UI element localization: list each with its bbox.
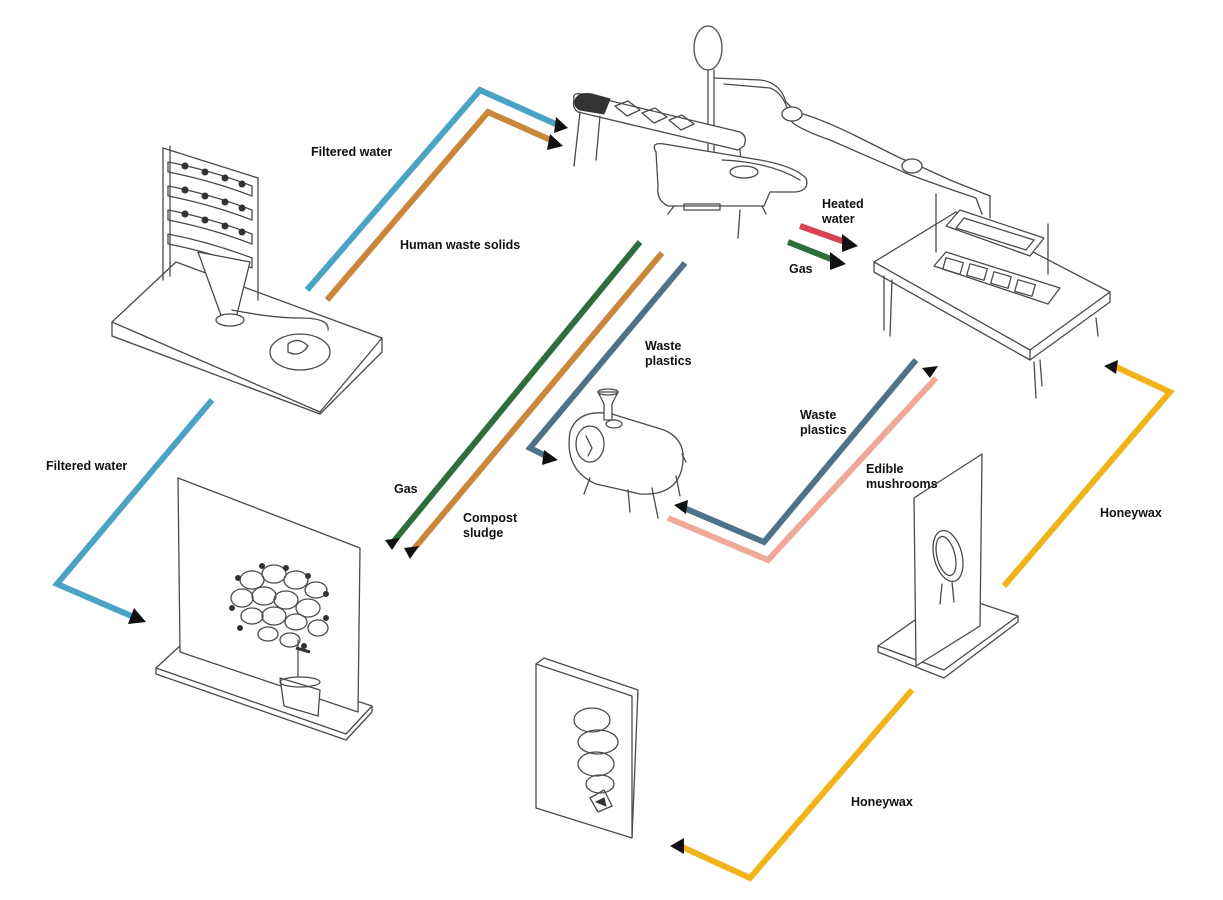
gas-top-arrowhead [830, 252, 846, 270]
compost-sludge-label-line-2: sludge [463, 526, 504, 540]
heated-water-label-line-2: water [822, 212, 855, 226]
human-waste-solids-label: Human waste solids [400, 238, 521, 252]
heated-water-line [798, 223, 850, 246]
edible-mushrooms-label-line-1: Edible [866, 462, 904, 476]
beehive-icon [877, 453, 1019, 679]
gas-center-arrowhead [385, 538, 400, 550]
filtered-water-left-arrowhead [128, 608, 146, 624]
heated-water-label-line-1: Heated [822, 197, 864, 211]
filtered-water-top-label: Filtered water [311, 145, 393, 159]
honeywax-bottom-line [678, 688, 915, 882]
compost-sludge-arrowhead [404, 546, 419, 559]
waste-plastics-top-label-line-2: plastics [645, 354, 692, 368]
waste-plastics-right-label-line-2: plastics [800, 423, 847, 437]
heated-water-arrowhead [842, 234, 858, 252]
human-waste-solids-arrowhead [547, 134, 563, 150]
waste-plastics-right-arrowhead [674, 500, 688, 514]
human-waste-solids-line [324, 108, 557, 302]
waste-plastics-top-line [525, 261, 688, 460]
honeywax-bottom-label: Honeywax [851, 795, 913, 809]
mushroom-panel-icon [535, 657, 639, 839]
waste-plastics-right-label: Waste plastics [800, 408, 847, 438]
honeywax-right-label: Honeywax [1100, 506, 1162, 520]
bathtub-icon [572, 25, 991, 239]
edible-mushrooms-label: Edible mushrooms [866, 462, 938, 492]
gas-top-label: Gas [789, 262, 813, 276]
sink-planter-icon [111, 145, 383, 415]
filtered-water-top-line [304, 86, 562, 292]
gas-center-label: Gas [394, 482, 418, 496]
edible-mushrooms-label-line-2: mushrooms [866, 477, 938, 491]
compost-sludge-line [410, 251, 665, 552]
honeywax-bottom-arrowhead [670, 838, 684, 854]
gas-center-line [391, 240, 643, 543]
gas-top-line [786, 239, 838, 264]
waste-plastics-right-line [682, 358, 919, 546]
waste-plastics-top-arrowhead [542, 450, 558, 465]
waste-plastics-right-arrowhead-top [922, 366, 938, 378]
honeywax-right-arrowhead [1104, 360, 1118, 374]
waste-plastics-right-label-line-1: Waste [800, 408, 837, 422]
table-icon [873, 193, 1111, 399]
filtered-water-top-arrowhead [554, 117, 568, 133]
heated-water-label: Heated water [822, 197, 864, 227]
edible-mushrooms-line [666, 375, 939, 564]
digester-icon [568, 388, 687, 519]
compost-sludge-label: Compost sludge [463, 511, 517, 541]
compost-sludge-label-line-1: Compost [463, 511, 518, 525]
filtered-water-left-line [52, 398, 215, 621]
waste-plastics-top-label-line-1: Waste [645, 339, 682, 353]
filtered-water-left-label: Filtered water [46, 459, 128, 473]
plant-wall-icon [155, 477, 373, 741]
waste-plastics-top-label: Waste plastics [645, 339, 692, 369]
honeywax-right-line [1001, 363, 1175, 588]
flow-lines [52, 86, 1175, 882]
